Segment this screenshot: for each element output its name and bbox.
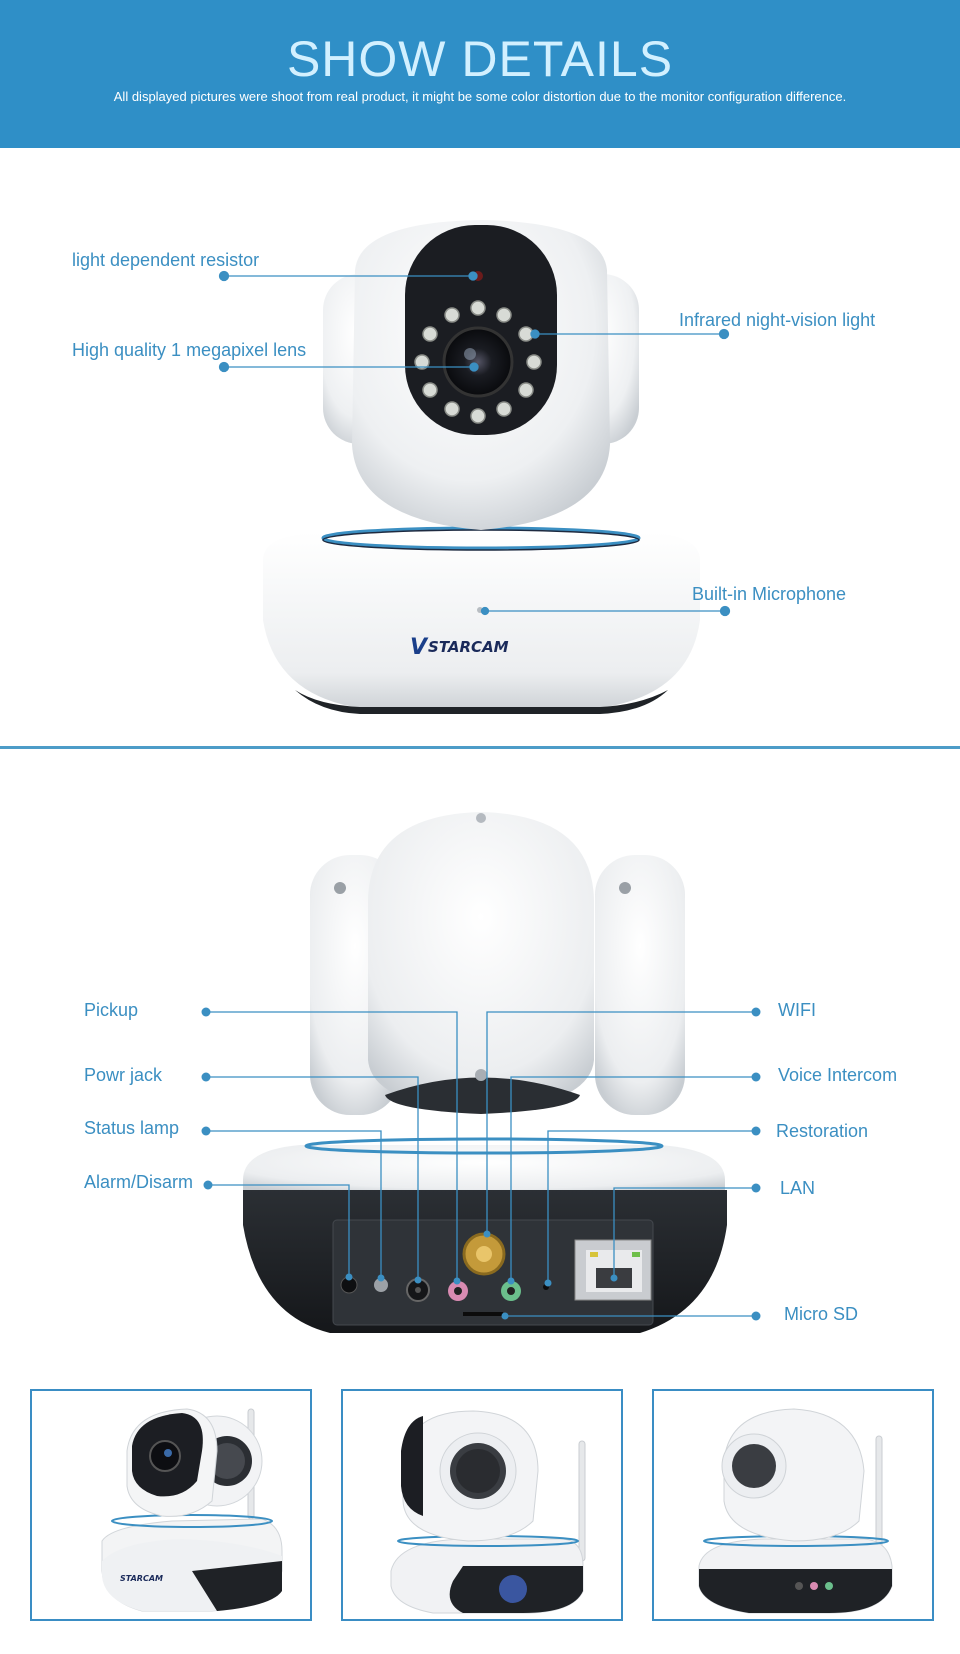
pickup-jack [448,1281,468,1301]
label-wifi: WIFI [778,1000,816,1020]
label-power-jack: Powr jack [84,1065,163,1085]
brand-logo-text: STARCAM [428,638,509,656]
page-title: SHOW DETAILS [286,31,674,87]
brand-logo: V STARCAM [410,634,509,660]
label-infrared-light: Infrared night-vision light [679,310,876,330]
brand-logo-mark: V [410,634,428,660]
camera-lens [442,326,514,398]
section-divider [0,746,960,749]
label-light-dependent-resistor: light dependent resistor [72,250,260,270]
svg-text:STARCAM: STARCAM [120,1574,163,1583]
label-pickup: Pickup [84,1000,139,1020]
label-status-lamp: Status lamp [84,1118,180,1138]
alarm-button [340,1276,358,1294]
restoration-hole [543,1284,549,1290]
thumbnail-side-view [341,1389,623,1621]
label-micro-sd: Micro SD [784,1304,859,1324]
lan-port [574,1239,652,1301]
micro-sd-slot [463,1312,503,1316]
voice-intercom-jack [501,1281,521,1301]
power-jack [406,1278,430,1302]
label-microphone: Built-in Microphone [692,584,847,604]
label-alarm-disarm: Alarm/Disarm [84,1172,194,1192]
label-lan: LAN [780,1178,816,1198]
page-subtitle: All displayed pictures were shoot from r… [113,89,847,104]
thumbnail-rear-angle [652,1389,934,1621]
front-camera-illustration [218,220,731,714]
label-lens: High quality 1 megapixel lens [72,340,307,360]
ir-led-ring [414,300,542,424]
wifi-antenna-connector [462,1232,506,1276]
thumbnail-front-angle: STARCAM [30,1389,312,1621]
camera-base [263,532,700,708]
back-port-panel [243,1190,727,1333]
label-restoration: Restoration [776,1121,869,1141]
label-voice-intercom: Voice Intercom [778,1065,898,1085]
header-banner: SHOW DETAILS All displayed pictures were… [0,0,960,148]
status-lamp [374,1278,388,1292]
